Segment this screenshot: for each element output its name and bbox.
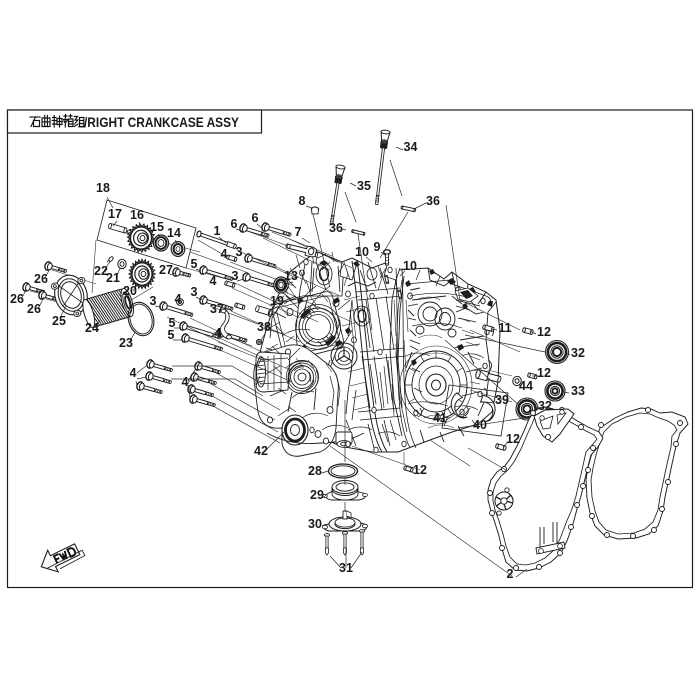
svg-text:12: 12 <box>413 463 427 477</box>
svg-text:2: 2 <box>507 567 514 581</box>
svg-text:12: 12 <box>537 325 551 339</box>
svg-text:20: 20 <box>123 284 137 298</box>
svg-text:16: 16 <box>130 208 144 222</box>
svg-text:28: 28 <box>308 464 322 478</box>
svg-text:39: 39 <box>495 393 509 407</box>
svg-text:19: 19 <box>270 294 284 308</box>
svg-text:37: 37 <box>210 302 224 316</box>
svg-text:31: 31 <box>339 561 353 575</box>
svg-text:1: 1 <box>214 224 221 238</box>
svg-text:13: 13 <box>284 269 298 283</box>
svg-text:22: 22 <box>94 264 108 278</box>
svg-text:5: 5 <box>168 328 175 342</box>
svg-text:38: 38 <box>257 320 271 334</box>
svg-text:6: 6 <box>231 217 238 231</box>
svg-text:4: 4 <box>130 366 137 380</box>
svg-text:26: 26 <box>34 272 48 286</box>
svg-text:42: 42 <box>254 444 268 458</box>
svg-text:10: 10 <box>403 259 417 273</box>
svg-text:3: 3 <box>191 285 198 299</box>
svg-text:26: 26 <box>27 302 41 316</box>
svg-text:12: 12 <box>506 432 520 446</box>
svg-text:25: 25 <box>52 314 66 328</box>
svg-text:36: 36 <box>329 221 343 235</box>
svg-text:4: 4 <box>175 292 182 306</box>
svg-text:40: 40 <box>473 418 487 432</box>
svg-text:26: 26 <box>10 292 24 306</box>
svg-text:34: 34 <box>404 140 418 154</box>
svg-text:18: 18 <box>96 181 110 195</box>
svg-text:33: 33 <box>571 384 585 398</box>
svg-text:6: 6 <box>252 211 259 225</box>
svg-text:41: 41 <box>433 411 447 425</box>
svg-text:4: 4 <box>221 247 228 261</box>
svg-text:21: 21 <box>106 271 120 285</box>
svg-text:27: 27 <box>159 263 173 277</box>
svg-text:11: 11 <box>498 321 511 335</box>
svg-text:7: 7 <box>295 225 302 239</box>
svg-text:/RIGHT CRANKCASE ASSY: /RIGHT CRANKCASE ASSY <box>84 114 240 130</box>
svg-text:32: 32 <box>571 346 585 360</box>
svg-text:35: 35 <box>357 179 371 193</box>
svg-text:4: 4 <box>210 274 217 288</box>
svg-text:4: 4 <box>215 326 222 340</box>
svg-text:32: 32 <box>538 399 552 413</box>
svg-text:36: 36 <box>426 194 440 208</box>
svg-text:5: 5 <box>169 316 176 330</box>
svg-text:10: 10 <box>355 245 369 259</box>
svg-text:5: 5 <box>191 257 198 271</box>
svg-text:9: 9 <box>374 240 381 254</box>
svg-text:4: 4 <box>182 375 189 389</box>
svg-text:29: 29 <box>310 488 324 502</box>
svg-text:12: 12 <box>537 366 551 380</box>
svg-text:3: 3 <box>236 245 243 259</box>
svg-text:15: 15 <box>150 220 164 234</box>
svg-text:30: 30 <box>308 517 322 531</box>
svg-text:17: 17 <box>108 207 122 221</box>
svg-text:44: 44 <box>519 379 533 393</box>
svg-text:23: 23 <box>119 336 133 350</box>
svg-text:3: 3 <box>232 269 239 283</box>
svg-text:8: 8 <box>299 194 306 208</box>
svg-text:24: 24 <box>85 321 99 335</box>
svg-text:14: 14 <box>167 226 181 240</box>
svg-text:3: 3 <box>150 294 157 308</box>
